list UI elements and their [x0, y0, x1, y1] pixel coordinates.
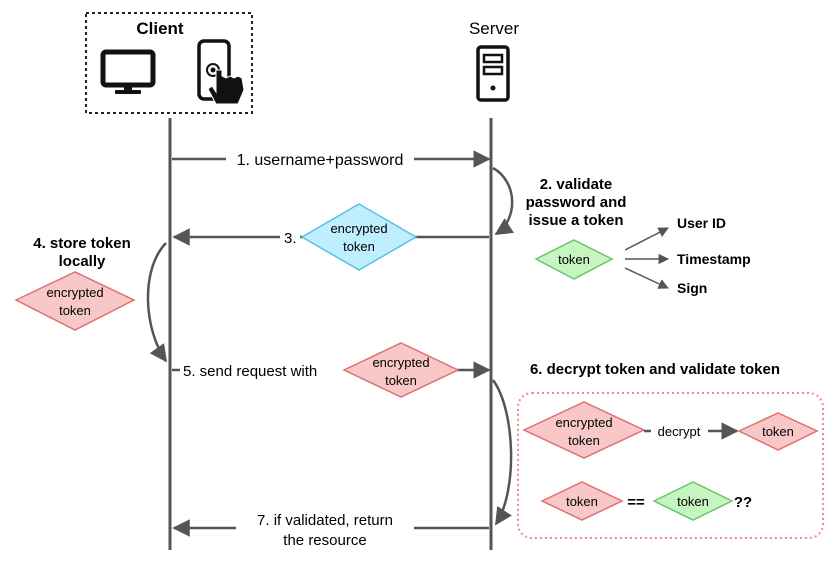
issued-token: token User ID Timestamp Sign	[534, 215, 751, 296]
green-token-diamond	[534, 239, 614, 280]
svg-text:2. validate: 2. validate	[540, 176, 613, 193]
compare-token-green	[652, 481, 734, 521]
svg-text:token: token	[59, 303, 91, 318]
svg-text:encrypted: encrypted	[555, 415, 612, 430]
svg-text:token: token	[677, 494, 709, 509]
server-header: Server	[469, 19, 519, 102]
svg-text:locally: locally	[59, 253, 106, 270]
client-store-curve	[146, 242, 168, 363]
svg-text:encrypted: encrypted	[46, 285, 103, 300]
step1-arrow: 1. username+password	[172, 148, 491, 170]
step3-arrow: 3. encrypted token	[172, 203, 489, 271]
svg-text:token: token	[762, 424, 794, 439]
client-title: Client	[136, 19, 184, 38]
server-decrypt-curve	[491, 379, 513, 526]
step5-arrow: 5. send request with encrypted token	[172, 342, 491, 398]
server-tower-icon	[476, 45, 510, 102]
svg-text:the resource: the resource	[283, 532, 366, 549]
decrypted-token-diamond	[737, 412, 819, 451]
equals-sign: ==	[627, 494, 645, 511]
svg-text:token: token	[568, 433, 600, 448]
svg-text:7. if validated, return: 7. if validated, return	[257, 512, 393, 529]
svg-text:password and: password and	[526, 194, 627, 211]
claim-sign: Sign	[677, 280, 707, 296]
svg-text:encrypted: encrypted	[372, 355, 429, 370]
step6-panel: 6. decrypt token and validate token encr…	[517, 361, 824, 539]
client-box: Client	[85, 12, 253, 114]
svg-text:token: token	[385, 373, 417, 388]
encrypted-token-diamond	[300, 203, 418, 271]
step7-arrow: 7. if validated, return the resource	[172, 509, 489, 549]
compare-token-red	[540, 481, 624, 521]
svg-text:token: token	[343, 239, 375, 254]
claim-timestamp: Timestamp	[677, 251, 751, 267]
svg-text:token: token	[566, 494, 598, 509]
step4-store: 4. store token locally encrypted token	[14, 235, 168, 363]
desktop-monitor-icon	[100, 49, 156, 94]
svg-text:issue a token: issue a token	[528, 212, 623, 229]
step3-label: 3.	[284, 230, 297, 247]
question-marks: ??	[734, 494, 752, 511]
step5-label: 5. send request with	[183, 363, 317, 380]
svg-text:encrypted: encrypted	[330, 221, 387, 236]
step2-label: 2. validate password and issue a token	[526, 176, 627, 229]
decrypt-label: decrypt	[658, 424, 701, 439]
server-title: Server	[469, 19, 519, 38]
step6-label: 6. decrypt token and validate token	[530, 361, 780, 378]
decrypt-input-diamond	[522, 401, 646, 459]
claim-user-id: User ID	[677, 215, 726, 231]
svg-text:token: token	[558, 252, 590, 267]
request-token-diamond	[342, 342, 460, 398]
server-validate-curve	[492, 166, 514, 236]
step1-label: 1. username+password	[237, 152, 404, 169]
svg-text:4. store token: 4. store token	[33, 235, 131, 252]
stored-token-diamond	[14, 271, 136, 331]
decrypt-validate-box	[517, 392, 824, 539]
touch-phone-icon	[197, 39, 245, 105]
